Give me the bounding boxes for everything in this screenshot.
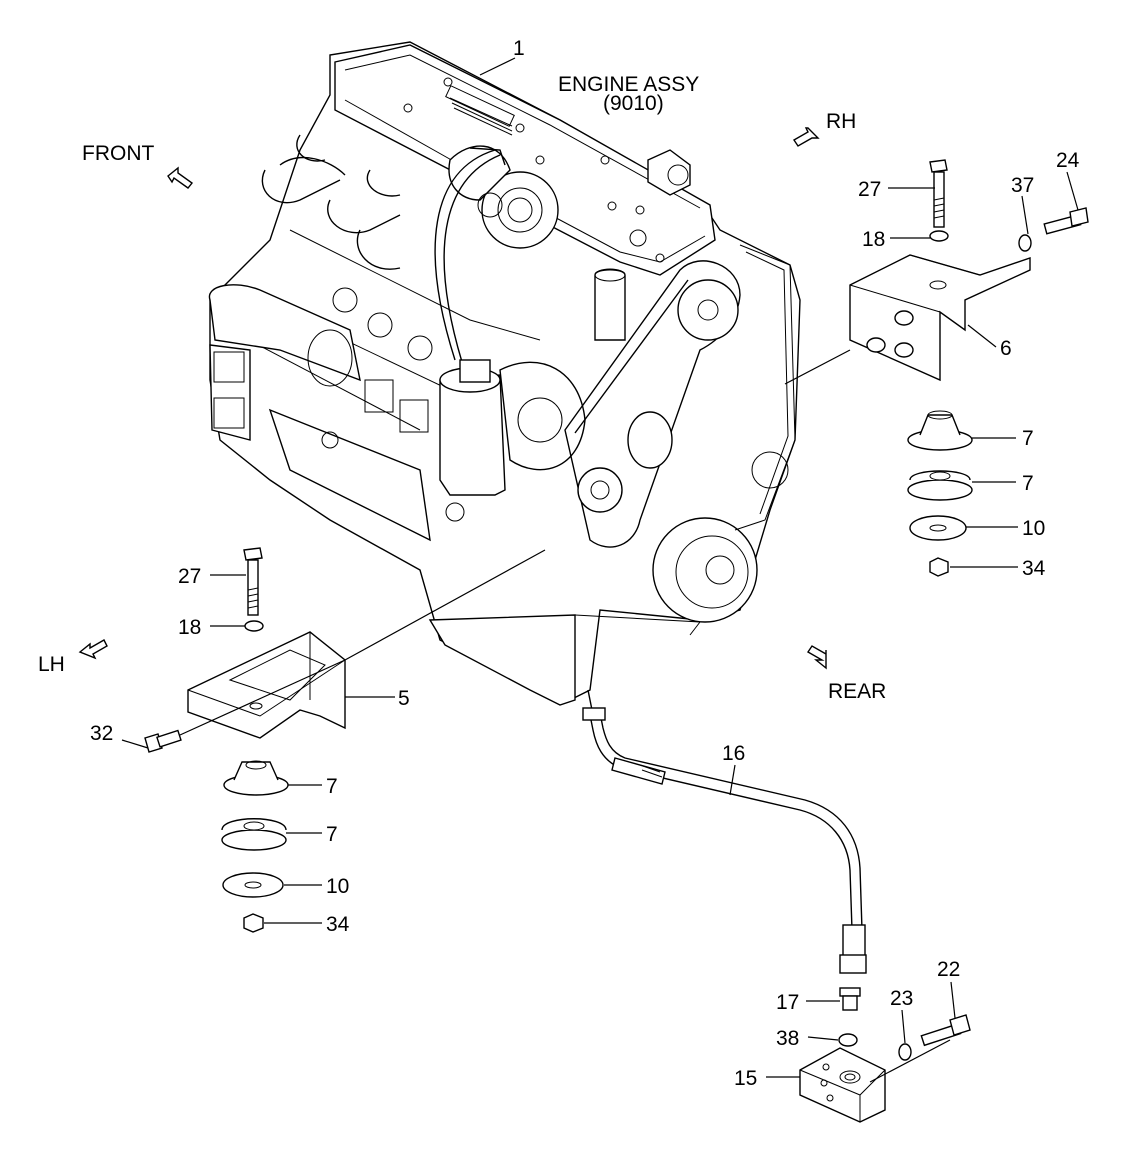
callout-38: 38 — [776, 1027, 799, 1050]
cushion-7-left-b — [221, 818, 287, 851]
direction-rear-label: REAR — [828, 680, 886, 703]
bolt-32 — [144, 729, 182, 753]
plate-10-left — [222, 872, 284, 898]
callout-7-left-b: 7 — [326, 823, 338, 846]
callout-1: 1 — [513, 37, 525, 60]
connector-17 — [839, 987, 861, 1011]
engine-assy-code: (9010) — [603, 92, 664, 115]
cushion-7-left-a — [223, 760, 289, 796]
block-15 — [799, 1047, 886, 1123]
callout-5: 5 — [398, 687, 410, 710]
rear-arrow-icon — [807, 645, 827, 670]
callout-37: 37 — [1011, 174, 1034, 197]
washer-23 — [898, 1043, 912, 1061]
o-ring-38 — [838, 1033, 858, 1047]
direction-front-label: FRONT — [82, 142, 154, 165]
washer-37 — [1018, 234, 1032, 252]
bolt-22 — [920, 1014, 971, 1047]
valve-cover-vent — [445, 85, 515, 136]
bracket-5 — [187, 631, 346, 739]
callout-18-left: 18 — [178, 616, 201, 639]
plate-10-right — [909, 515, 967, 541]
front-arrow-icon — [167, 166, 194, 189]
hose-16 — [582, 707, 867, 974]
callout-16: 16 — [722, 742, 745, 765]
cushion-7-right-a — [907, 410, 973, 451]
callout-7-right-b: 7 — [1022, 472, 1034, 495]
lh-arrow-icon — [78, 639, 108, 660]
rh-arrow-icon — [793, 127, 820, 147]
left-mount-group — [144, 547, 546, 933]
bolt-24 — [1043, 207, 1089, 235]
engine-assembly — [208, 41, 801, 711]
callout-15: 15 — [734, 1067, 757, 1090]
right-mount-group — [784, 159, 1089, 577]
washer-18-left — [244, 620, 264, 632]
callout-17: 17 — [776, 991, 799, 1014]
callout-34-right: 34 — [1022, 557, 1046, 580]
bracket-6 — [849, 254, 1031, 382]
callout-27-right: 27 — [858, 178, 881, 201]
nut-34-left — [243, 913, 264, 933]
callout-27-left: 27 — [178, 565, 201, 588]
direction-rh-label: RH — [826, 110, 856, 133]
callout-10-right: 10 — [1022, 517, 1045, 540]
callout-24: 24 — [1056, 149, 1080, 172]
direction-arrows — [78, 127, 827, 670]
bolt-27-right — [929, 159, 948, 228]
nut-34-right — [929, 557, 949, 577]
direction-lh-label: LH — [38, 653, 65, 676]
leader-lines — [121, 57, 1079, 1078]
callout-34-left: 34 — [326, 913, 350, 936]
callout-10-left: 10 — [326, 875, 349, 898]
callout-22: 22 — [937, 958, 960, 981]
callout-23: 23 — [890, 987, 913, 1010]
callout-6: 6 — [1000, 337, 1012, 360]
callout-32: 32 — [90, 722, 113, 745]
callout-7-right-a: 7 — [1022, 427, 1034, 450]
engine-assy-title: ENGINE ASSY — [558, 73, 699, 96]
callout-7-left-a: 7 — [326, 775, 338, 798]
bolt-27-left — [243, 547, 263, 616]
drain-hose-group — [582, 707, 971, 1123]
callout-18-right: 18 — [862, 228, 885, 251]
washer-18-right — [929, 230, 949, 242]
cushion-7-right-b — [907, 470, 973, 501]
